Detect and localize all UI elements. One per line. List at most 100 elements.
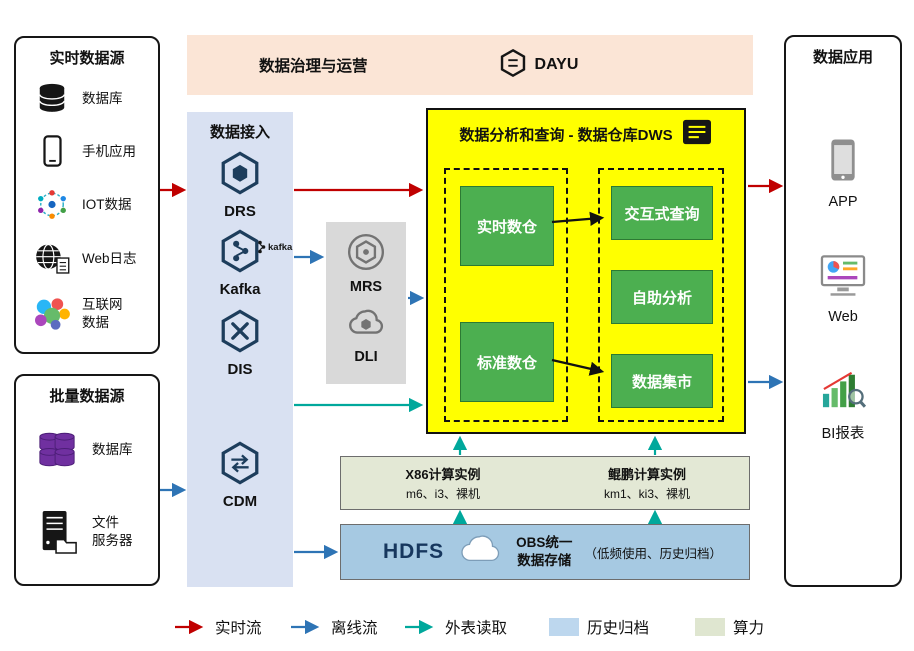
kafka-icon [217, 228, 263, 279]
service-label: DLI [354, 349, 378, 365]
bi-report-icon [820, 369, 867, 416]
realtime-warehouse-box: 实时数仓 [460, 186, 554, 266]
legend-label: 历史归档 [587, 620, 650, 637]
service-kafka: kafka Kafka [187, 228, 293, 298]
external-read-arrow [405, 620, 434, 634]
cdm-icon [217, 440, 263, 491]
source-label: 互联网 数据 [82, 297, 123, 330]
mrs-icon [346, 232, 386, 277]
source-item-batch-database: 数据库 [30, 430, 154, 470]
source-item-internet-data: 互联网 数据 [30, 296, 154, 331]
data-ingestion-column: 数据接入 DRS kafka Kafka DIS CDM [187, 112, 293, 587]
file-server-icon [30, 509, 84, 555]
purple-database-icon [30, 430, 84, 470]
service-mrs: MRS [326, 232, 406, 295]
governance-banner: 数据治理与运营 DAYU [187, 35, 753, 95]
governance-title: 数据治理与运营 [259, 58, 368, 75]
compute-models: m6、i3、裸机 [405, 487, 480, 501]
service-dli: DLI [326, 306, 406, 365]
web-browser-icon [819, 254, 867, 303]
source-label: 手机应用 [82, 143, 136, 159]
source-item-web-log: Web日志 [30, 242, 154, 275]
x86-compute-cell: X86计算实例 m6、i3、裸机 [341, 457, 545, 509]
legend-compute-power: 算力 [695, 616, 764, 638]
obs-cloud-icon [456, 534, 504, 571]
storage-box: HDFS OBS统一 数据存储 （低频使用、历史归档） [340, 524, 750, 580]
internet-data-icon [30, 297, 74, 331]
warehouse-group: 实时数仓 标准数仓 [444, 168, 568, 422]
kunpeng-compute-cell: 鲲鹏计算实例 km1、ki3、裸机 [545, 457, 749, 509]
dws-title-row: 数据分析和查询 - 数据仓库DWS [428, 110, 744, 151]
batch-sources-list: 数据库 文件 服务器 [16, 406, 158, 584]
compute-title: X86计算实例 [405, 467, 481, 482]
obs-label: OBS统一 数据存储 [516, 535, 573, 568]
legend-label: 外表读取 [445, 620, 508, 637]
realtime-sources-panel: 实时数据源 数据库 手机应用 IOT数据 Web日志 [14, 36, 160, 354]
database-icon [30, 82, 74, 114]
storage-note: （低频使用、历史归档） [584, 546, 722, 561]
legend-label: 算力 [733, 620, 765, 637]
source-item-mobile-app: 手机应用 [30, 135, 154, 168]
legend-label: 实时流 [215, 620, 262, 637]
legend-external-read: 外表读取 [403, 616, 507, 638]
hdfs-label: HDFS [383, 540, 445, 563]
data-ingestion-title: 数据接入 [209, 124, 270, 141]
service-label: DIS [227, 361, 253, 378]
batch-sources-panel: 批量数据源 数据库 文件 服务器 [14, 374, 160, 586]
dayu-brand: DAYU [498, 48, 579, 83]
app-label: APP [828, 194, 858, 210]
batch-sources-title: 批量数据源 [49, 388, 125, 405]
source-item-iot: IOT数据 [30, 188, 154, 221]
service-label: CDM [222, 493, 258, 510]
app-item-web: Web [819, 254, 867, 325]
offline-flow-arrow [291, 620, 320, 634]
compute-power-swatch [695, 618, 725, 636]
kafka-logo: kafka [257, 240, 292, 254]
legend-history-archive: 历史归档 [549, 616, 649, 638]
iot-icon [30, 188, 74, 221]
standard-warehouse-box: 标准数仓 [460, 322, 554, 402]
applications-title: 数据应用 [812, 49, 873, 66]
realtime-sources-title: 实时数据源 [49, 50, 125, 67]
kafka-logo-text: kafka [268, 241, 293, 253]
web-log-icon [30, 242, 74, 275]
dli-icon [344, 306, 388, 347]
self-service-analysis-box: 自助分析 [611, 270, 713, 324]
drs-icon [217, 150, 263, 201]
app-label: BI报表 [821, 426, 865, 442]
service-label: DRS [224, 203, 256, 220]
source-label: 数据库 [82, 90, 123, 106]
dws-title: 数据分析和查询 - 数据仓库DWS [459, 127, 673, 144]
mobile-phone-icon [30, 135, 74, 168]
report-icon [681, 118, 713, 151]
processing-box: MRS DLI [326, 222, 406, 384]
compute-instances-box: X86计算实例 m6、i3、裸机 鲲鹏计算实例 km1、ki3、裸机 [340, 456, 750, 510]
kafka-logo-glyph [258, 240, 266, 254]
service-cdm: CDM [187, 440, 293, 510]
applications-list: APP Web BI报表 [786, 67, 900, 443]
source-item-database: 数据库 [30, 82, 154, 114]
realtime-sources-list: 数据库 手机应用 IOT数据 Web日志 互联网 数据 [16, 68, 158, 352]
realtime-flow-arrow [175, 620, 204, 634]
app-label: Web [828, 309, 858, 325]
service-label: MRS [349, 279, 383, 295]
app-item-app: APP [828, 137, 858, 210]
app-icon [829, 137, 857, 188]
dws-box: 数据分析和查询 - 数据仓库DWS 实时数仓 标准数仓 交互式查询 自助分析 数… [426, 108, 746, 434]
source-label: 数据库 [92, 441, 133, 457]
archive-swatch [549, 618, 579, 636]
app-item-bi-report: BI报表 [820, 369, 867, 443]
service-dis: DIS [187, 308, 293, 378]
query-group: 交互式查询 自助分析 数据集市 [598, 168, 724, 422]
dis-icon [217, 308, 263, 359]
legend-offline-flow: 离线流 [289, 616, 378, 638]
compute-title: 鲲鹏计算实例 [607, 467, 686, 482]
interactive-query-box: 交互式查询 [611, 186, 713, 240]
source-label: IOT数据 [82, 197, 132, 213]
dayu-label: DAYU [534, 56, 579, 73]
legend-realtime-flow: 实时流 [173, 616, 262, 638]
legend-label: 离线流 [331, 620, 378, 637]
compute-models: km1、ki3、裸机 [603, 487, 690, 501]
source-item-file-server: 文件 服务器 [30, 509, 154, 555]
data-mart-box: 数据集市 [611, 354, 713, 408]
